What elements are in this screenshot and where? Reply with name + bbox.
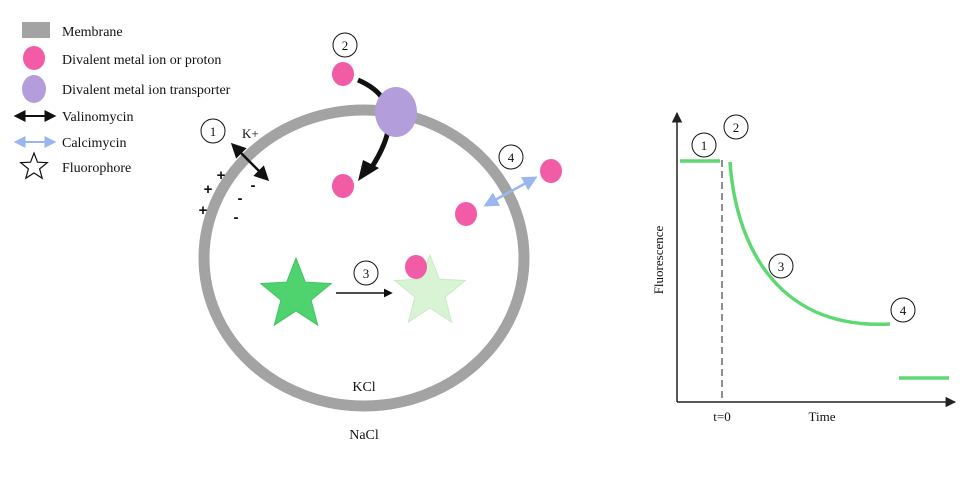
graph-step-3-number: 3 <box>778 259 785 274</box>
step-1-badge <box>200 118 226 144</box>
step-4-badge <box>498 144 524 170</box>
outside-solution-label: NaCl <box>349 428 379 443</box>
step-3-number: 3 <box>363 266 370 281</box>
membrane-swatch <box>22 22 50 38</box>
graph-step-2-badge <box>723 114 749 140</box>
minus-charge-1: - <box>251 177 256 194</box>
legend-fluorophore-label: Fluorophore <box>62 161 131 176</box>
step-1-number: 1 <box>210 124 217 139</box>
decay-trace <box>728 161 891 326</box>
ion-inside-top <box>332 174 354 198</box>
t0-label: t=0 <box>713 409 730 424</box>
transporter-swatch <box>22 75 46 103</box>
fluorescence-graph: Fluorescence Time t=0 1 2 3 4 <box>651 111 957 424</box>
inside-solution-label: KCl <box>352 380 375 395</box>
ion-bound-to-fluorophore <box>405 255 427 279</box>
legend-valinomycin-label: Valinomycin <box>62 110 134 125</box>
graph-step-3-badge <box>768 253 794 279</box>
legend-calcimycin-label: Calcimycin <box>62 136 127 151</box>
vesicle-diagram: 2 1 K+ + + + - - - 4 3 KCl NaCl <box>198 32 562 443</box>
graph-step-1-badge <box>691 132 717 158</box>
plus-charge-2: + <box>204 181 213 198</box>
graph-step-4-number: 4 <box>900 303 907 318</box>
vesicle-membrane <box>198 104 530 412</box>
x-axis-label: Time <box>809 409 836 424</box>
ion-outside-top <box>332 62 354 86</box>
minus-charge-3: - <box>234 209 239 226</box>
ion-swatch <box>23 46 45 70</box>
fluorophore-star-icon <box>19 151 49 180</box>
fluorophore-bright-star <box>259 256 333 327</box>
calcimycin-arrow <box>483 176 538 207</box>
valinomycin-arrow <box>230 142 270 182</box>
potassium-label: K+ <box>242 126 259 141</box>
plus-charge-3: + <box>199 202 208 219</box>
transporter-protein <box>375 87 417 137</box>
graph-step-4-badge <box>890 297 916 323</box>
legend-transporter-label: Divalent metal ion transporter <box>62 83 231 98</box>
legend-membrane-label: Membrane <box>62 25 123 40</box>
ion-outside-right <box>540 159 562 183</box>
legend-ion-label: Divalent metal ion or proton <box>62 53 221 68</box>
step-2-number: 2 <box>342 38 349 53</box>
minus-charge-2: - <box>238 190 243 207</box>
step-2-badge <box>332 32 358 58</box>
graph-step-2-number: 2 <box>733 120 740 135</box>
ion-inside-right <box>455 202 477 226</box>
y-axis-label: Fluorescence <box>651 225 666 294</box>
transport-arrow-head <box>358 160 379 181</box>
legend: Membrane Divalent metal ion or proton Di… <box>13 22 231 180</box>
step-3-badge <box>353 260 379 286</box>
fluorophore-quenched-star <box>393 253 467 324</box>
step-4-number: 4 <box>508 150 515 165</box>
graph-step-1-number: 1 <box>701 138 708 153</box>
plus-charge-1: + <box>217 167 226 184</box>
